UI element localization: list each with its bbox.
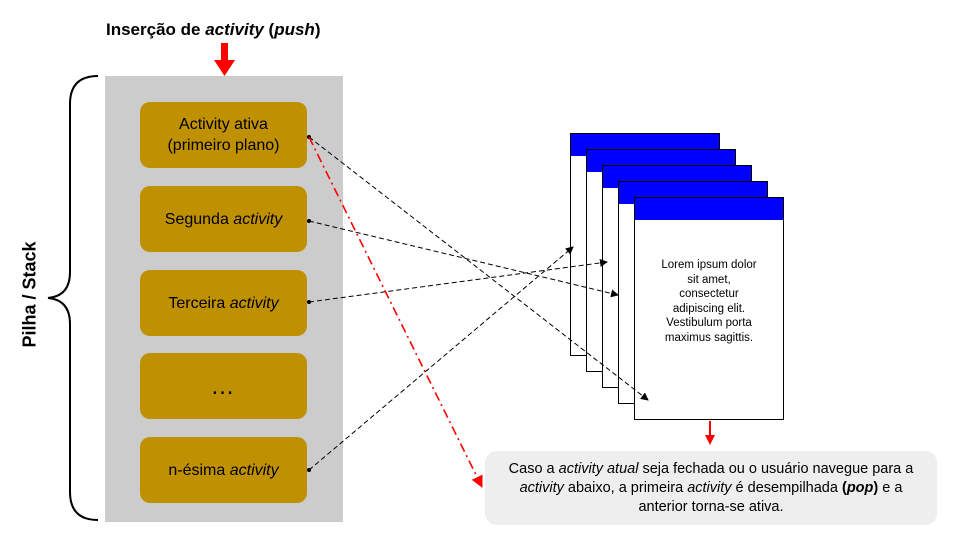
connector-second xyxy=(307,219,619,298)
activity-second: Segunda activity xyxy=(140,186,307,252)
push-title: Inserção de activity (push) xyxy=(106,20,321,39)
activity-nth: n-ésima activity xyxy=(140,437,307,503)
connector-nth xyxy=(307,246,574,472)
connector-active xyxy=(307,135,649,401)
window-titlebar xyxy=(635,198,783,220)
window-to-note-arrow xyxy=(705,421,715,445)
pop-arrow xyxy=(308,136,483,488)
activity-ellipsis: … xyxy=(140,353,307,419)
window-body-text: Lorem ipsum dolor sit amet, consectetur … xyxy=(661,259,757,344)
activity-third: Terceira activity xyxy=(140,270,307,336)
stack-brace xyxy=(47,75,99,521)
activity-active: Activity ativa(primeiro plano) xyxy=(140,102,307,168)
push-arrow xyxy=(214,43,235,76)
